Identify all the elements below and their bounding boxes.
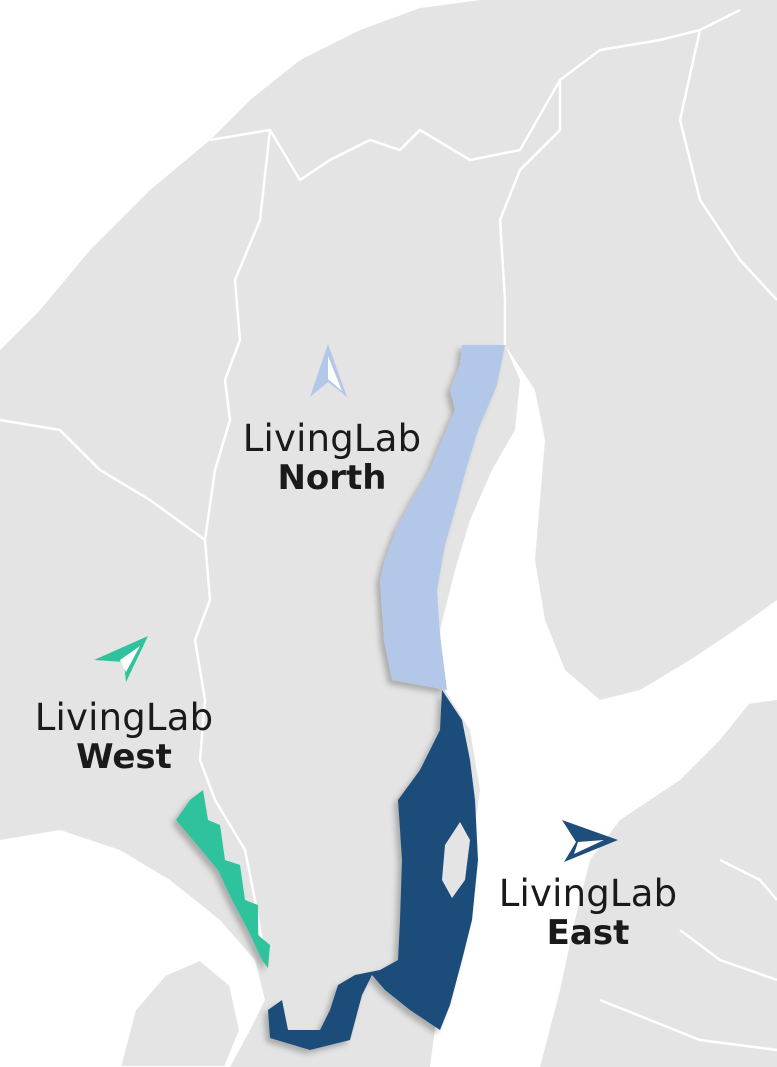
region-west xyxy=(176,790,270,968)
lab-north-region: North xyxy=(277,458,387,499)
lab-east-name: LivingLab xyxy=(498,872,678,915)
denmark xyxy=(118,958,242,1067)
lab-east-navigation-arrow-icon xyxy=(562,820,618,862)
region-north xyxy=(380,345,505,690)
lab-west-navigation-arrow-icon xyxy=(94,636,148,682)
norwegian-sea xyxy=(0,0,480,350)
lab-west-region: West xyxy=(76,737,172,778)
lab-west-name: LivingLab xyxy=(34,696,214,739)
region-east-island-cutout xyxy=(442,822,470,898)
gulf-of-finland xyxy=(600,640,777,720)
lab-east-region: East xyxy=(546,913,630,954)
country-borders xyxy=(0,8,777,1052)
region-east xyxy=(268,690,478,1050)
lab-north-name: LivingLab xyxy=(242,417,422,460)
lab-north-navigation-arrow-icon xyxy=(310,344,347,397)
lab-east-label: LivingLab East xyxy=(478,873,698,953)
baltic-sea xyxy=(430,345,777,1067)
lab-west-label: LivingLab West xyxy=(14,697,234,777)
lab-north-label: LivingLab North xyxy=(222,418,442,498)
